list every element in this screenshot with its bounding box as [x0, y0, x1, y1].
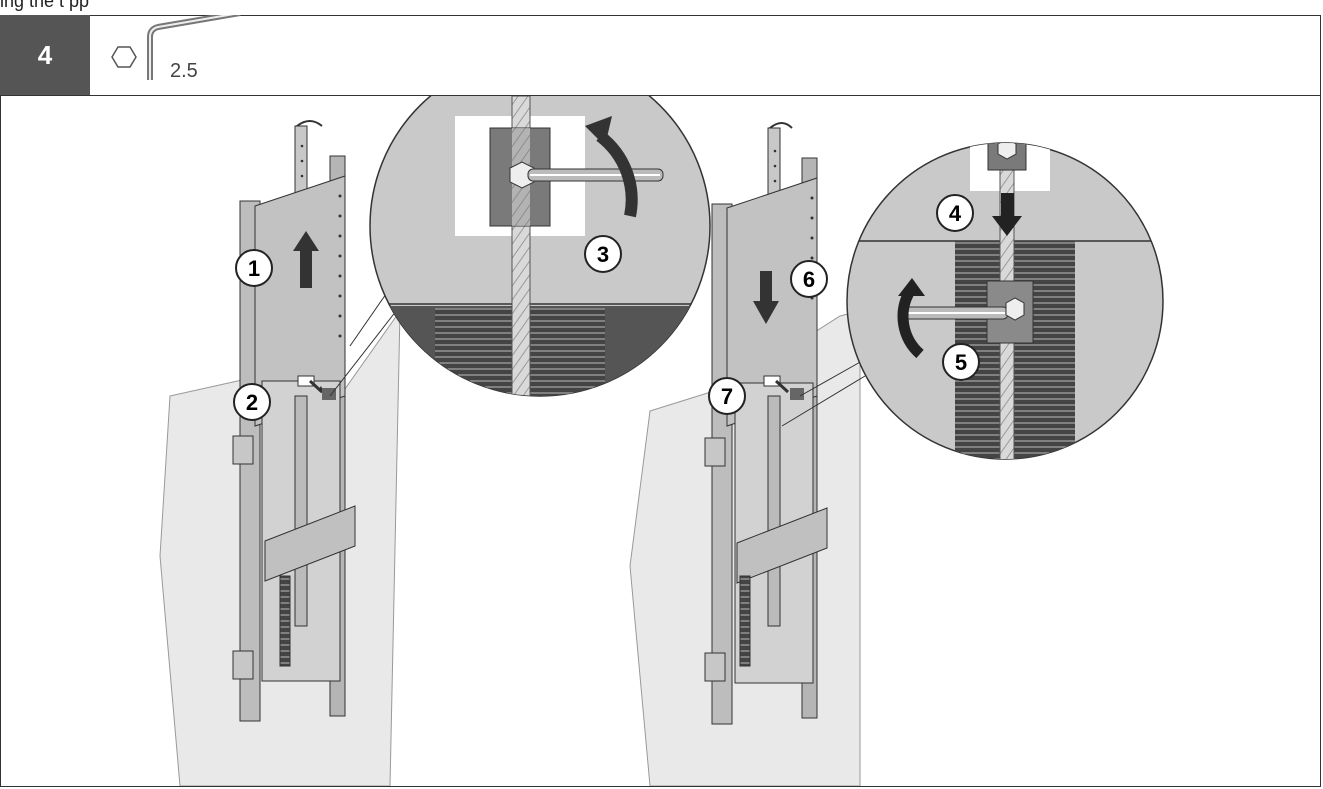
- detail-circle-left: [369, 96, 711, 397]
- callout-3-label: 3: [597, 242, 609, 267]
- callout-3: 3: [584, 235, 622, 273]
- callout-7: 7: [708, 377, 746, 415]
- tool-indicator: 2.5: [100, 10, 260, 95]
- assembly-illustration: 1 2 3 4 5 6 7: [159, 96, 1164, 786]
- callout-2: 2: [233, 383, 271, 421]
- callout-5: 5: [942, 343, 980, 381]
- callout-4: 4: [936, 194, 974, 232]
- instruction-frame: [0, 15, 1321, 787]
- callout-5-label: 5: [955, 350, 967, 375]
- callout-1-label: 1: [248, 256, 260, 281]
- callout-6-label: 6: [803, 267, 815, 292]
- left-bracket: [232, 120, 356, 722]
- detail-circle-right: [846, 142, 1164, 460]
- callout-6: 6: [790, 260, 828, 298]
- tool-size-label: 2.5: [170, 60, 198, 82]
- callout-2-label: 2: [246, 390, 258, 415]
- callout-7-label: 7: [721, 384, 733, 409]
- cut-off-header-text: ing the t pp: [0, 0, 90, 11]
- step-number: 4: [0, 15, 90, 95]
- right-bracket: [704, 122, 828, 725]
- callout-1: 1: [235, 249, 273, 287]
- right-detail-connector: [781, 360, 866, 427]
- step-header: 4 2.5: [0, 10, 1321, 96]
- hex-key-icon: [111, 10, 241, 80]
- callout-4-label: 4: [949, 201, 962, 226]
